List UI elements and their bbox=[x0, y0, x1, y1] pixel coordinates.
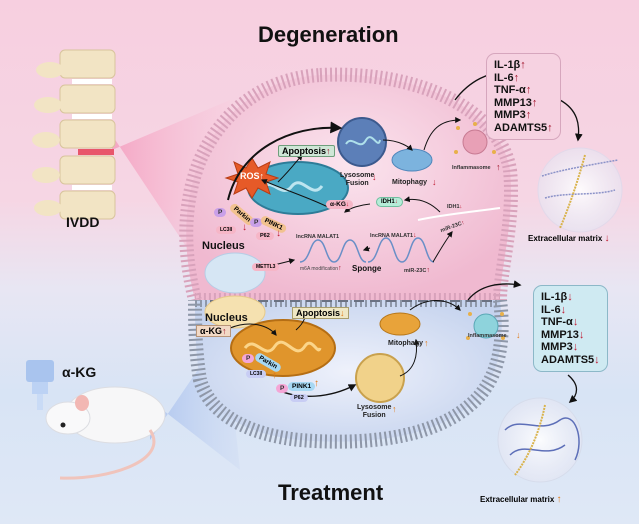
lysosome-treatment bbox=[355, 353, 405, 403]
ecm-label-degeneration: Extracellular matrix ↓ bbox=[528, 233, 610, 244]
label-akg-drug: α-KG bbox=[62, 364, 97, 380]
mitochondrion-healthy bbox=[230, 319, 336, 377]
mitophagy-down-arrow: ↓ bbox=[432, 177, 437, 187]
lncrna-label-1: lncRNA MALAT1 bbox=[296, 234, 340, 240]
mir23c-label-b: miR-23C↑ bbox=[404, 267, 430, 274]
inflammasome-degeneration: Inflammasome bbox=[452, 165, 491, 171]
lysosome-fusion-up-arrow: ↑ bbox=[392, 404, 397, 414]
ecm-sphere-treatment bbox=[497, 397, 583, 483]
arrow-cytokines-to-ecm-bottom bbox=[567, 374, 578, 404]
cytokine-row: MMP3↑ bbox=[494, 109, 532, 121]
rat-illustration bbox=[26, 360, 166, 480]
cytokine-row: ADAMTS5↓ bbox=[541, 353, 600, 366]
mettl3-pill: METTL3 bbox=[252, 263, 280, 271]
pink1-treatment: PINK1 bbox=[288, 382, 316, 391]
arrow-akg-to-ros bbox=[260, 179, 331, 209]
ecm-label-treatment: Extracellular matrix ↑ bbox=[480, 494, 562, 505]
arrow-mir23c-to-idh1 bbox=[432, 231, 453, 263]
lncrna-strand-1 bbox=[299, 239, 367, 263]
inflammasome-treatment-icon bbox=[466, 312, 505, 340]
cytokine-row: IL-1β↑ bbox=[494, 59, 526, 71]
cytokine-row: IL-1β↓ bbox=[541, 291, 573, 303]
m6a-label: m6A modification↑ bbox=[300, 265, 342, 272]
cytokine-row: IL-6↓ bbox=[541, 303, 567, 316]
lysosome-fusion-treatment: Lysosome Fusion bbox=[357, 404, 392, 419]
mitochondrion-mitophagy-degeneration bbox=[391, 148, 433, 172]
cytokine-row: IL-6↑ bbox=[494, 71, 520, 84]
idh1-rna-label: IDH1↓ bbox=[447, 204, 463, 210]
phospho-badge-pink1-treatment: P bbox=[276, 384, 289, 393]
p62-treatment: P62 bbox=[290, 394, 308, 402]
parkin-down-arrow: ↓ bbox=[242, 222, 247, 233]
lc3-degeneration: LC3II bbox=[216, 226, 237, 234]
title-degeneration: Degeneration bbox=[258, 22, 399, 47]
akg-pill-degeneration: α-KG↓ bbox=[326, 200, 354, 209]
lysosome-fusion-degeneration: Lysosome Fusion bbox=[340, 172, 375, 187]
arrow-mitophagy-to-inflammasome bbox=[423, 117, 462, 151]
title-treatment: Treatment bbox=[278, 480, 384, 505]
nucleus-label-degeneration: Nucleus bbox=[202, 240, 245, 252]
arrow-lysosome-to-mitophagy bbox=[382, 139, 413, 151]
pink1-down-arrow: ↓ bbox=[276, 228, 281, 239]
sponge-label: Sponge bbox=[352, 264, 382, 273]
arrow-lncrna-to-sponge bbox=[362, 245, 371, 252]
arrow-inflammasome-to-cytokines-bottom bbox=[467, 280, 522, 301]
pink1-up-arrow: ↑ bbox=[314, 378, 319, 389]
ros-burst bbox=[224, 157, 280, 199]
inflammasome-treatment: Inflammasome bbox=[468, 333, 507, 339]
p62-degeneration: P62 bbox=[256, 232, 274, 240]
parkin-up-arrow: ↑ bbox=[272, 370, 277, 381]
arrow-ros-to-lysosome bbox=[227, 121, 343, 201]
lncrna-strand-2 bbox=[367, 237, 435, 263]
apoptosis-treatment: Apoptosis↓ bbox=[292, 307, 349, 319]
phospho-badge-pink1-degeneration: P bbox=[250, 218, 263, 227]
mitophagy-degeneration: Mitophagy bbox=[392, 179, 427, 186]
cytokine-row: MMP3↓ bbox=[541, 341, 579, 353]
cytokine-box-degeneration: IL-1β↑ IL-6↑ TNF-α↑ MMP13↑ MMP3↑ ADAMTS5… bbox=[486, 53, 561, 140]
arrow-lysosome-to-mitophagy-bottom bbox=[399, 338, 420, 377]
cytokine-row: MMP13↓ bbox=[541, 328, 585, 341]
ecm-sphere-degeneration bbox=[537, 147, 623, 233]
cytokine-row: ADAMTS5↑ bbox=[494, 121, 553, 134]
cytokine-row: TNF-α↑ bbox=[494, 84, 532, 96]
phospho-badge-parkin-degeneration: P bbox=[214, 208, 227, 217]
apoptosis-degeneration: Apoptosis↑ bbox=[278, 145, 335, 157]
lncrna-label-2: lncRNA MALAT1↓ bbox=[370, 232, 417, 239]
ros-label: ROS↑ bbox=[240, 171, 265, 181]
inflammasome-up-arrow: ↑ bbox=[496, 162, 501, 172]
arrow-akg-to-mito bbox=[229, 323, 277, 336]
akg-box-treatment: α-KG↑ bbox=[196, 325, 231, 337]
nucleus-label-treatment: Nucleus bbox=[205, 312, 248, 324]
arrow-idh1-to-pill bbox=[403, 196, 441, 213]
nucleus-treatment bbox=[204, 295, 266, 329]
idh1-mrna-strand bbox=[417, 207, 501, 221]
lysosome-degeneration bbox=[337, 117, 387, 167]
arrow-mitophagy-to-inflammasome-bottom bbox=[409, 300, 461, 311]
arrow-cytokines-to-ecm-top bbox=[559, 99, 583, 142]
label-ivdd: IVDD bbox=[66, 214, 100, 230]
cytokine-row: MMP13↑ bbox=[494, 96, 538, 109]
inflammasome-down-arrow: ↓ bbox=[516, 330, 521, 340]
lysosome-fusion-down-arrow: ↓ bbox=[372, 172, 377, 182]
nucleus-degeneration bbox=[204, 252, 266, 294]
arrow-idh1-to-akg bbox=[344, 203, 371, 213]
spine-illustration bbox=[32, 49, 116, 220]
idh1-pill: IDH1↓ bbox=[376, 197, 403, 207]
mitochondrion-mitophagy-treatment bbox=[379, 312, 421, 336]
mitophagy-up-arrow: ↑ bbox=[424, 338, 429, 348]
cytokine-box-treatment: IL-1β↓ IL-6↓ TNF-α↓ MMP13↓ MMP3↓ ADAMTS5… bbox=[533, 285, 608, 372]
mitophagy-treatment: Mitophagy bbox=[388, 340, 423, 347]
lc3-treatment: LC3II bbox=[246, 370, 267, 378]
phospho-badge-parkin-treatment: P bbox=[242, 354, 255, 363]
cytokine-row: TNF-α↓ bbox=[541, 316, 579, 328]
